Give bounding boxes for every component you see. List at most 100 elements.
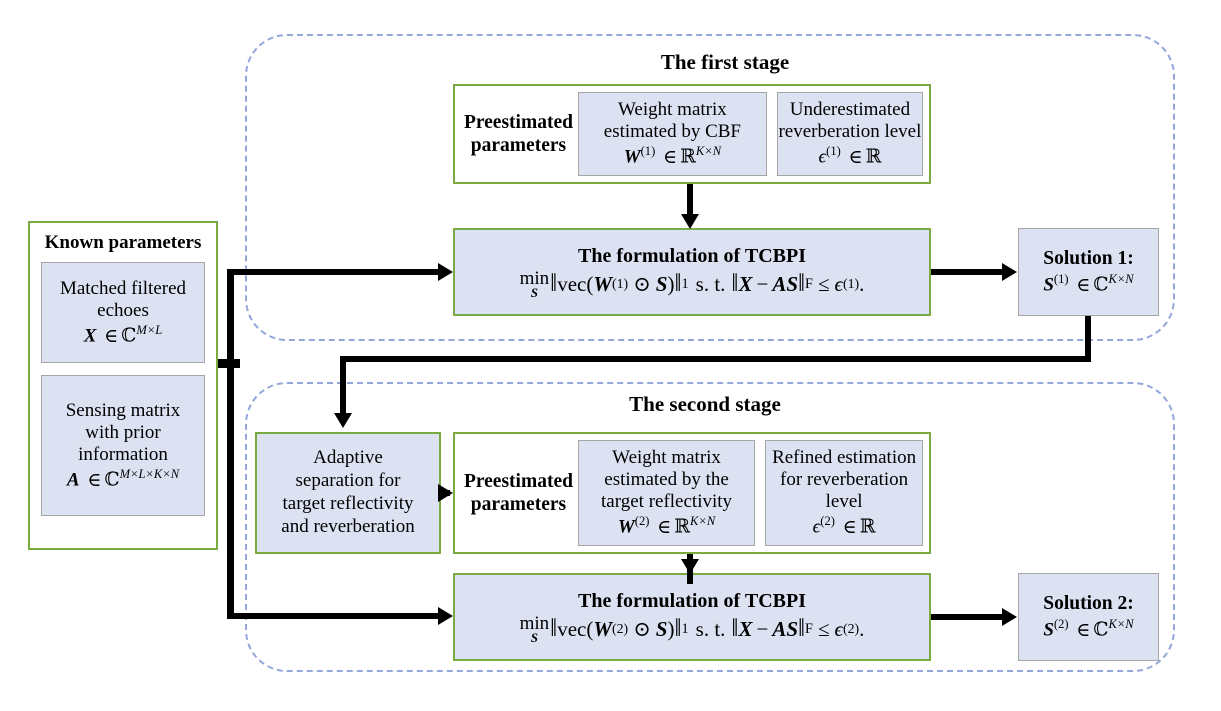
stage-2-solution-label: Solution 2: [1043,593,1134,615]
s1-weight-line1: Weight matrix [618,99,727,121]
stage-2-preestimated-frame: Preestimated parameters Weight matrix es… [453,432,931,554]
solution1-left-segment [340,356,1091,362]
s2-min-label: min [519,612,550,634]
s2-con-eps-sup: (2) [842,621,860,637]
s2-pre-header-l2: parameters [470,494,567,515]
s2-con-le: ≤ [817,616,830,641]
s1-obj-w-sup: (1) [612,276,629,292]
solution1-down-to-adaptive-segment [340,356,346,415]
adaptive-line3: target reflectivity [282,493,414,514]
s1-con-le: ≤ [817,271,830,296]
s2-con-as: AS [772,616,798,641]
s2-obj-w: W [593,616,613,641]
s1-rev-line1: Underestimated [789,99,911,121]
s1-min-var: S [530,285,538,301]
adaptive-line1: Adaptive [313,447,383,469]
matched-echoes-line1: Matched filtered [59,278,187,300]
s2-rev-symbol-expr: ϵ(2) ∈ℝ [812,514,876,538]
stage-2-adaptive-separation-box: Adaptive separation for target reflectiv… [255,432,441,554]
stage-2-solution-box: Solution 2: S(2) ∈ℂK×N [1018,573,1159,661]
s2-min-var: S [530,630,538,646]
s1-con-eps: ϵ [834,271,843,296]
sensing-matrix-symbol-expr: A ∈ℂM×L×K×N [66,467,180,491]
s2-rev-line1: Refined estimation [772,447,917,469]
s2-st: s. t. [695,616,726,641]
stage2-formulation-to-solution-arrowhead [1002,608,1017,626]
known-params-vertical-trunk [227,269,234,619]
stage-2-weight-matrix-cell: Weight matrix estimated by the target re… [577,440,756,546]
matched-echoes-line2: echoes [97,300,149,322]
stage1-params-to-formulation-line [687,184,693,216]
stage-1-preestimated-header: Preestimated parameters [461,111,576,157]
stage-1-formulation-box: The formulation of TCBPI min S ‖vec(W(1)… [453,228,931,316]
s1-pre-header-l1: Preestimated [463,112,573,133]
s1-con-x: X [738,271,753,296]
sensing-matrix-line2: with prior [85,422,161,444]
s1-obj-s: S [655,271,668,296]
stage1-formulation-to-solution-line [931,269,1003,275]
stage-2-formulation-expression: min S ‖vec(W(2)⊙S)‖1 s. t. ‖X−AS‖F ≤ϵ(2)… [519,612,865,646]
s2-weight-line2: estimated by the [604,469,729,491]
stage-1-solution-label: Solution 1: [1043,248,1134,270]
stage-2-container [245,382,1175,672]
s1-rev-line2: reverberation level [778,121,922,143]
s1-st: s. t. [695,271,726,296]
adaptive-line4: and reverberation [281,515,415,537]
stage-1-formulation-expression: min S ‖vec(W(1)⊙S)‖1 s. t. ‖X−AS‖F ≤ϵ(1)… [519,267,865,301]
s1-period: . [859,271,865,296]
solution1-down-segment [1085,316,1091,362]
known-param-matched-filtered-echoes: Matched filtered echoes X ∈ℂM×L [41,262,205,364]
stage-2-formulation-box: The formulation of TCBPI min S ‖vec(W(2)… [453,573,931,661]
s2-weight-line3: target reflectivity [601,491,733,513]
s1-con-sub: F [805,275,813,292]
s1-weight-line2: estimated by CBF [603,121,741,143]
s1-odot: ⊙ [633,271,651,296]
s2-weight-symbol-expr: W(2) ∈ℝK×N [617,514,716,538]
stage-1-reverberation-level-cell: Underestimated reverberation level ϵ(1) … [776,92,923,176]
s2-rev-line2: for reverberation [780,469,909,491]
stage-2-title: The second stage [629,392,781,416]
s2-weight-line1: Weight matrix [612,447,721,469]
s1-vec-close: ) [667,271,675,296]
s2-con-x: X [738,616,753,641]
known-parameters-header: Known parameters [44,232,202,253]
s2-odot: ⊙ [633,616,651,641]
stage1-formulation-to-solution-arrowhead [1002,263,1017,281]
s1-con-as: AS [772,271,798,296]
s2-rev-line3: level [825,491,863,513]
stage2-params-to-formulation-arrowhead [681,559,699,574]
s2-con-sub: F [805,620,813,637]
trunk-to-stage2-horizontal [227,613,439,619]
s2-pre-header-l1: Preestimated [463,471,573,492]
s2-vec-close: ) [667,616,675,641]
s1-obj-w: W [593,271,613,296]
stage-1-preestimated-frame: Preestimated parameters Weight matrix es… [453,84,931,184]
trunk-to-stage2-arrowhead [438,607,453,625]
stage-1-formulation-title: The formulation of TCBPI [578,244,806,267]
matched-echoes-symbol-expr: X ∈ℂM×L [83,323,163,347]
s1-weight-symbol-expr: W(1) ∈ℝK×N [623,144,722,168]
stage-2-formulation-title: The formulation of TCBPI [578,589,806,612]
stage-2-preestimated-header: Preestimated parameters [461,470,576,516]
s1-con-minus: − [756,271,769,296]
s2-vec-open: vec( [557,616,594,641]
stage-1-solution-expr: S(1) ∈ℂK×N [1043,272,1134,296]
stage-2-solution-expr: S(2) ∈ℂK×N [1043,617,1134,641]
known-param-sensing-matrix: Sensing matrix with prior information A … [41,375,205,517]
trunk-to-stage1-arrowhead [438,263,453,281]
s1-pre-header-l2: parameters [470,135,567,156]
stage-1-weight-matrix-cell: Weight matrix estimated by CBF W(1) ∈ℝK×… [577,92,767,176]
sensing-matrix-line1: Sensing matrix [65,400,181,422]
s1-rev-symbol-expr: ϵ(1) ∈ℝ [818,144,882,168]
adaptive-to-params-arrowhead [438,484,453,502]
known-parameters-frame: Known parameters Matched filtered echoes… [28,221,218,550]
trunk-to-stage1-horizontal [227,269,439,275]
stage2-formulation-to-solution-line [931,614,1003,620]
s1-con-eps-sup: (1) [842,276,860,292]
s2-con-eps: ϵ [834,616,843,641]
s2-con-minus: − [756,616,769,641]
s1-min-label: min [519,267,550,289]
s1-norm-sub: 1 [681,275,689,292]
stage-1-title: The first stage [660,50,790,74]
